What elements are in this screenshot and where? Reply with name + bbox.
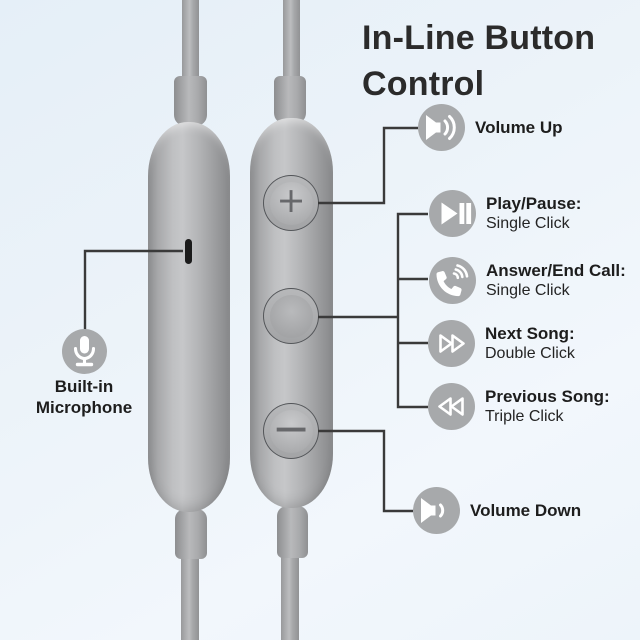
microphone-hole	[185, 239, 192, 264]
page-title-line2: Control	[362, 65, 485, 103]
previous-song-icon	[428, 383, 475, 430]
page-title-line1: In-Line Button	[362, 19, 596, 57]
middle-remote-top-cable	[283, 0, 300, 78]
feature-title: Answer/End Call:	[486, 261, 626, 280]
feature-subtitle: Single Click	[486, 215, 570, 232]
left-remote-bottom-cable	[181, 557, 199, 640]
microphone-label-line2: Microphone	[35, 397, 133, 417]
left-remote-body	[148, 122, 230, 512]
microphone-label-line1: Built-in	[54, 377, 114, 396]
volume-up-button-cap: +	[269, 181, 313, 225]
minus-glyph: −	[271, 401, 311, 455]
feature-title: Previous Song:	[485, 387, 610, 406]
feature-answer-end-call: Answer/End Call: Single Click	[429, 257, 626, 304]
answer-end-call-icon	[429, 257, 476, 304]
feature-subtitle: Double Click	[485, 345, 575, 362]
left-remote-bottom-strain-relief	[175, 509, 207, 559]
middle-remote-bottom-cable	[281, 556, 299, 640]
volume-up-icon	[418, 104, 465, 151]
feature-subtitle: Triple Click	[485, 408, 564, 425]
volume-up-button: +	[263, 175, 319, 231]
feature-volume-down: Volume Down	[413, 487, 581, 534]
feature-next-song: Next Song: Double Click	[428, 320, 575, 367]
middle-remote-top-strain-relief	[274, 76, 306, 124]
multifunction-button	[263, 288, 319, 344]
microphone-icon	[62, 329, 107, 374]
plus-glyph: +	[276, 181, 306, 221]
feature-title: Play/Pause:	[486, 194, 582, 213]
feature-previous-song: Previous Song: Triple Click	[428, 383, 610, 430]
microphone-label: Built-in Microphone	[9, 377, 159, 418]
volume-down-button-cap: −	[269, 405, 313, 453]
feature-title: Volume Down	[470, 500, 582, 520]
multifunction-button-cap	[269, 294, 313, 338]
feature-subtitle: Single Click	[486, 282, 570, 299]
feature-volume-up: Volume Up	[418, 104, 563, 151]
next-song-icon	[428, 320, 475, 367]
page-title: In-Line Button Control	[362, 15, 634, 107]
feature-play-pause: Play/Pause: Single Click	[429, 190, 581, 237]
feature-title: Next Song:	[485, 324, 575, 343]
volume-down-button: −	[263, 403, 319, 459]
volume-down-icon	[413, 487, 460, 534]
feature-title: Volume Up	[475, 117, 563, 137]
multifunction-bracket-line	[318, 212, 428, 409]
volume-up-connector-line	[318, 126, 418, 205]
play-pause-icon	[429, 190, 476, 237]
left-remote-top-strain-relief	[174, 76, 207, 126]
left-remote-top-cable	[182, 0, 199, 78]
middle-remote-bottom-strain-relief	[277, 506, 308, 558]
